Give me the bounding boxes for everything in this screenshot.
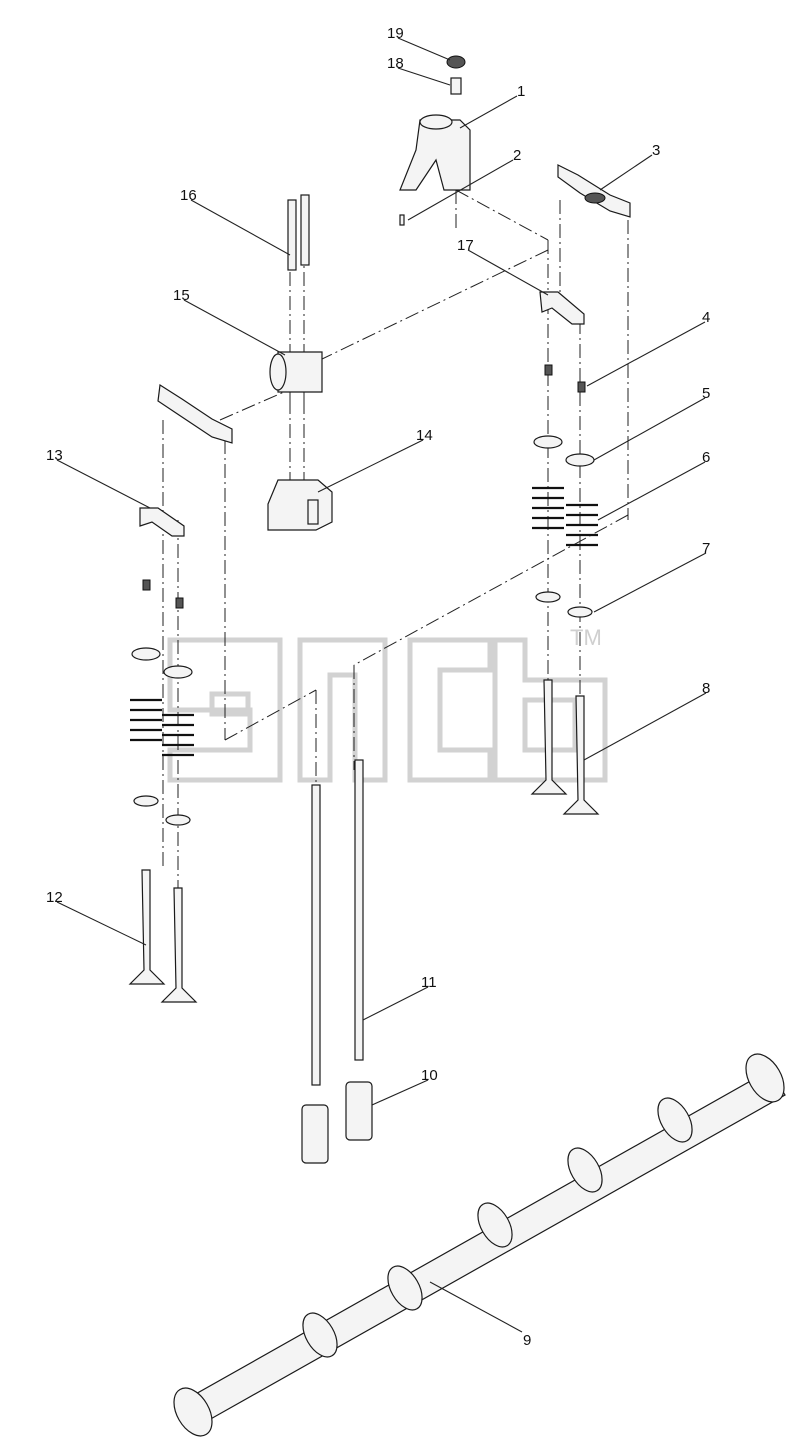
- watermark-tm: TM: [570, 625, 602, 650]
- callout-labels: 19 18 1 2 3 16 17 15 4 5 14 13 6 7 8 12 …: [46, 25, 710, 1349]
- callout-19: 19: [387, 25, 404, 42]
- part-4-keepers: [544, 364, 586, 393]
- callout-12: 12: [46, 889, 63, 906]
- part-16-bolts: [287, 194, 310, 271]
- part-14-block: [267, 479, 333, 531]
- part-18-screw: [450, 77, 462, 95]
- part-15-block: [269, 351, 323, 393]
- callout-9: 9: [523, 1332, 531, 1349]
- callout-7: 7: [702, 540, 710, 557]
- part-2-pin: [399, 214, 405, 226]
- callout-11: 11: [421, 974, 437, 991]
- leader-lines: [56, 37, 707, 1333]
- callout-15: 15: [173, 287, 190, 304]
- callout-2: 2: [513, 147, 521, 164]
- callout-1: 1: [517, 83, 525, 100]
- callout-10: 10: [421, 1067, 438, 1084]
- right-valve-assembly: [530, 435, 600, 815]
- callout-4: 4: [702, 309, 710, 326]
- callout-8: 8: [702, 680, 710, 697]
- callout-3: 3: [652, 142, 660, 159]
- part-17-bracket: [539, 291, 585, 325]
- part-3-rocker-arm: [557, 164, 631, 218]
- watermark-logo: TM: [167, 625, 608, 783]
- part-1-rocker-support: [399, 114, 471, 191]
- left-valve-assembly: [128, 579, 198, 1003]
- callout-13: 13: [46, 447, 63, 464]
- part-13-bracket: [139, 383, 233, 537]
- callout-5: 5: [702, 385, 710, 402]
- callout-14: 14: [416, 427, 433, 444]
- part-10-tappets: [301, 1081, 373, 1164]
- callout-18: 18: [387, 55, 404, 72]
- callout-16: 16: [180, 187, 197, 204]
- callout-17: 17: [457, 237, 474, 254]
- part-19-nut: [446, 55, 466, 69]
- part-11-push-rods: [311, 759, 364, 1086]
- part-9-camshaft: [173, 1053, 786, 1437]
- callout-6: 6: [702, 449, 710, 466]
